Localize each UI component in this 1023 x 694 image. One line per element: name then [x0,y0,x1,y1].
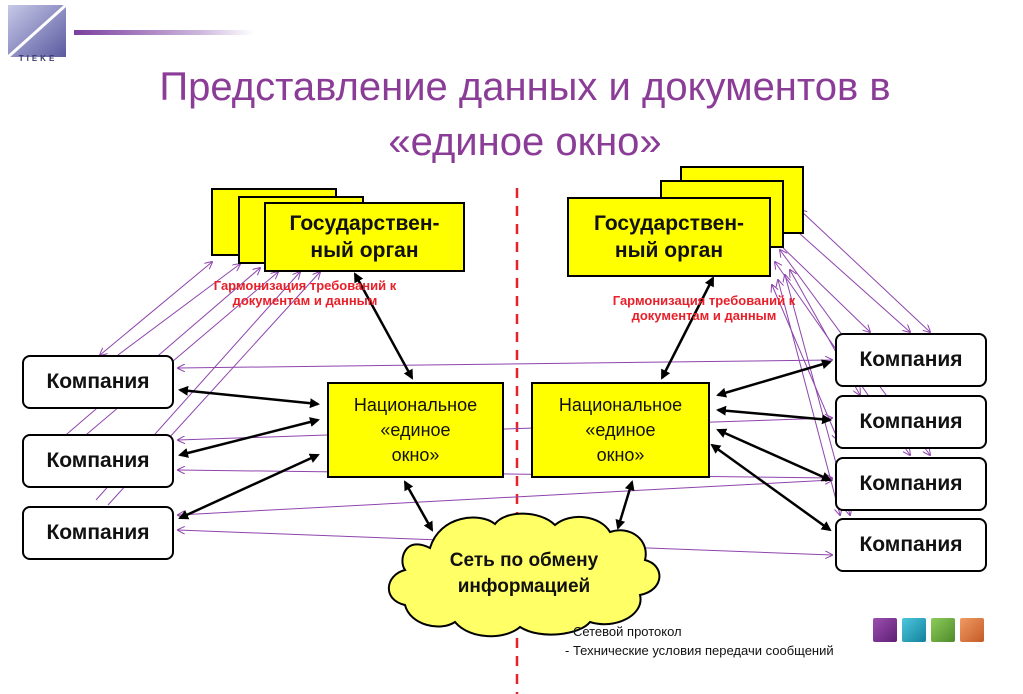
logo-text: TIEKE [18,54,58,63]
left-gov-body-label: Государствен-ный орган [289,212,440,262]
right-gov-body [567,197,771,277]
right-company-1: Компания [835,333,987,387]
black-links [178,272,832,532]
right-company-3: Компания [835,457,987,511]
color-square-purple [873,618,897,642]
right-national-window [531,382,710,478]
left-national-window [327,382,504,478]
left-company-1: Компания [22,355,174,409]
right-company-4: Компания [835,518,987,572]
left-gov-body [264,202,465,272]
header-line [74,30,254,35]
page-title: Представление данных и документов в «еди… [100,60,950,170]
note-technical-conditions: - Технические условия передачи сообщений [565,643,834,658]
right-gov-body-label: Государствен-ный орган [593,212,745,262]
color-square-orange [960,618,984,642]
title-line-1: Представление данных и документов в [159,65,891,109]
network-cloud [387,512,661,638]
title-line-2: «единое окно» [388,120,662,164]
note-network-protocol: - Сетевой протокол [565,624,682,639]
left-company-3: Компания [22,506,174,560]
right-company-2: Компания [835,395,987,449]
left-company-2: Компания [22,434,174,488]
protocol-notes: - Сетевой протокол - Технические условия… [565,622,834,660]
color-square-cyan [902,618,926,642]
tieke-logo [8,5,66,57]
color-square-green [931,618,955,642]
